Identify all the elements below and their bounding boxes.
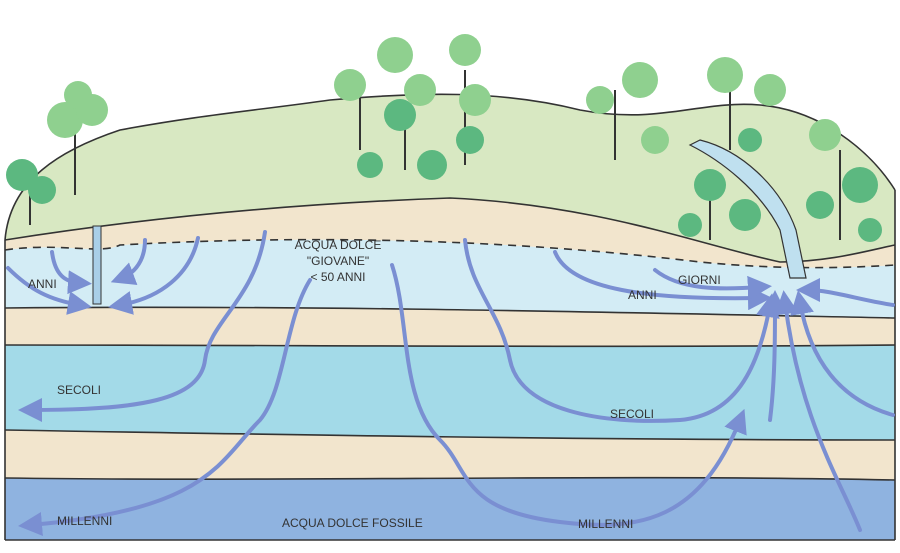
shallow-aquifer [5,239,895,318]
river [688,139,807,279]
label-anni-right: ANNI [628,288,657,302]
tree-icon [678,169,761,240]
well [92,225,102,305]
label-secoli-right: SECOLI [610,407,654,421]
label-secoli-left: SECOLI [57,383,101,397]
label-giorni: GIORNI [678,273,721,287]
tree-icon [334,37,436,150]
tree-icon [806,119,882,242]
middle-aquifer [5,345,895,440]
label-young-water-1: ACQUA DOLCE [295,238,382,252]
label-anni-left: ANNI [28,277,57,291]
tree-icon [47,81,108,195]
label-young-water-3: < 50 ANNI [310,270,365,284]
tree-icon [707,57,786,152]
tree-icon [586,62,669,160]
trees [6,34,882,242]
label-fossil-water: ACQUA DOLCE FOSSILE [282,516,423,530]
tree-icon [6,159,56,225]
flow-arrows [6,230,895,536]
deep-aquifer [5,477,895,540]
tree-icon [449,34,491,165]
tree-icon [357,99,447,180]
label-millenni-left: MILLENNI [57,514,112,528]
label-millenni-right: MILLENNI [578,517,633,531]
label-young-water-2: "GIOVANE" [307,254,369,268]
grass-hill [5,94,895,262]
unsaturated-zone [5,198,895,268]
